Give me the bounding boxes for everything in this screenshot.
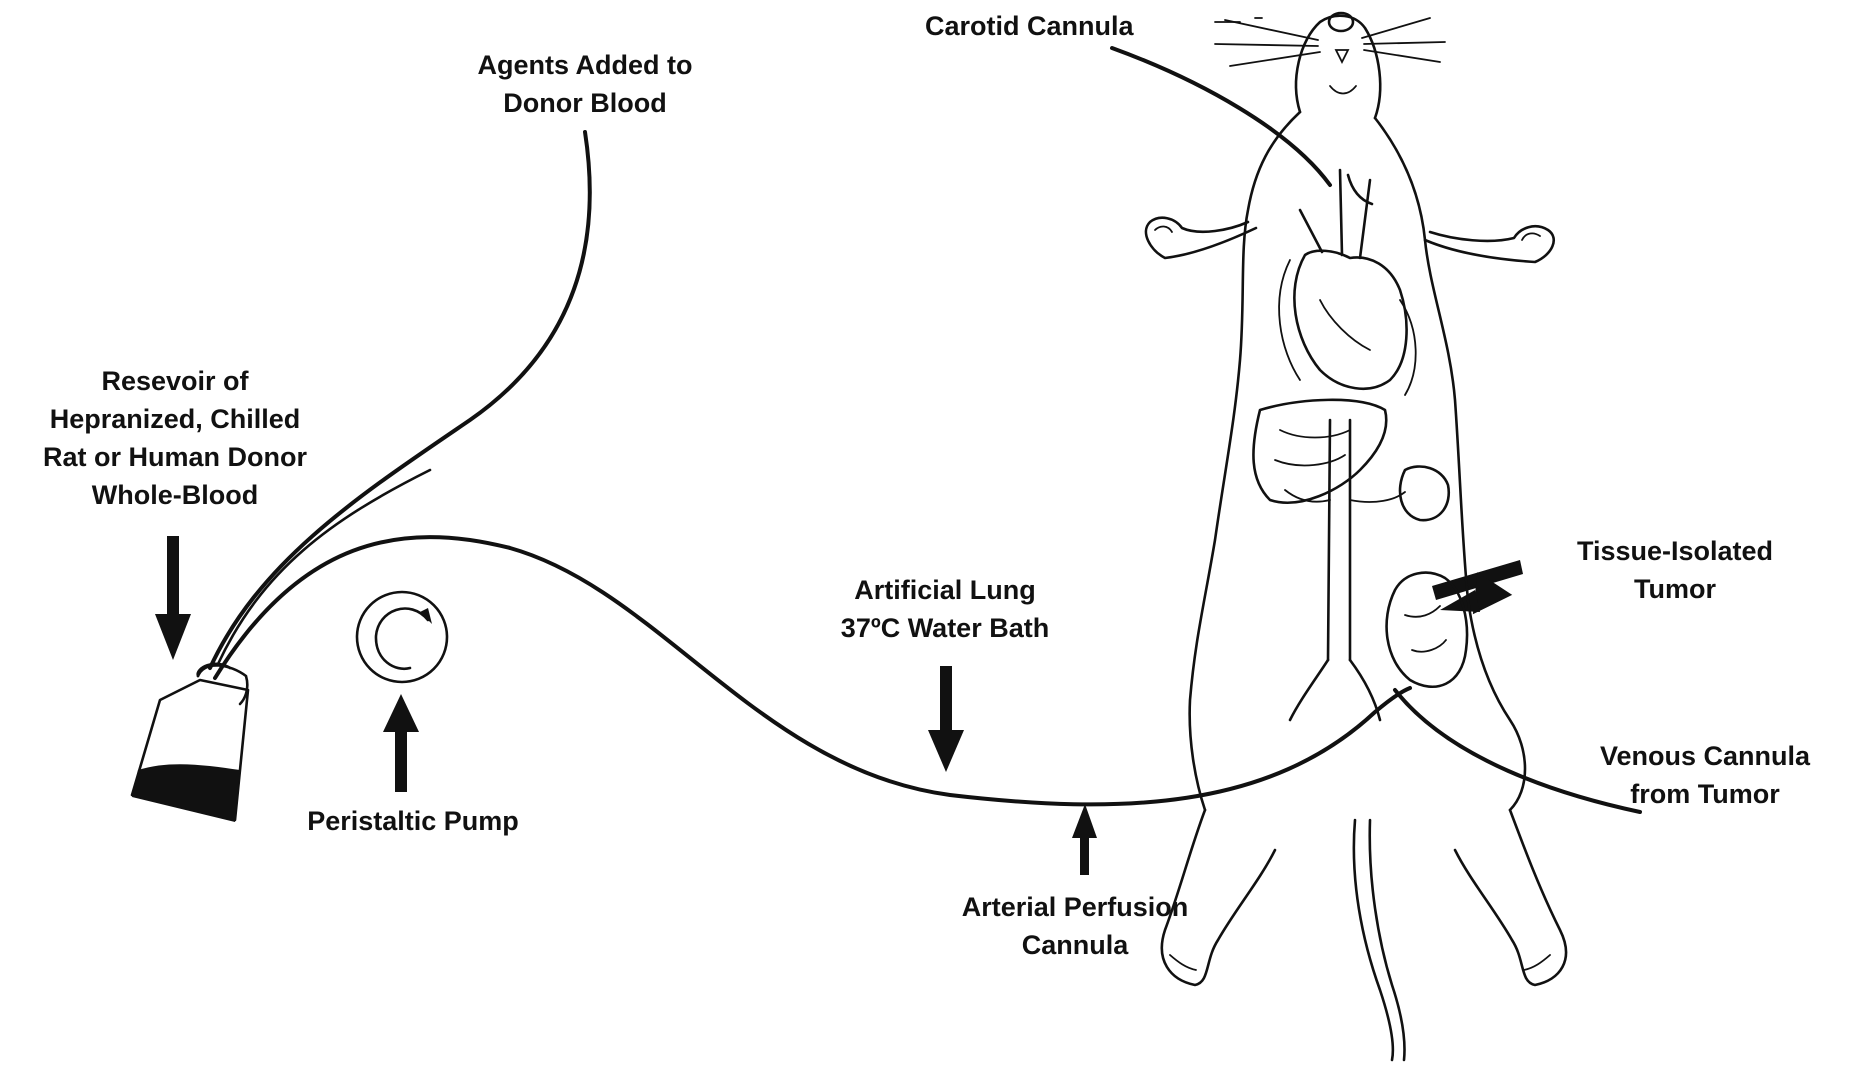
arterial-cannula-label: Arterial Perfusion Cannula	[925, 888, 1225, 964]
agents-label-line1: Agents Added to	[445, 46, 725, 84]
agents-added-label: Agents Added to Donor Blood	[445, 46, 725, 122]
tumor-label-line1: Tissue-Isolated	[1545, 532, 1805, 570]
lung-label-line2: 37ºC Water Bath	[800, 609, 1090, 647]
tumor-label-line2: Tumor	[1545, 570, 1805, 608]
reservoir-label: Resevoir of Hepranized, Chilled Rat or H…	[0, 362, 350, 514]
agents-label-line2: Donor Blood	[445, 84, 725, 122]
reservoir-bag	[132, 664, 248, 822]
reservoir-arrow	[155, 536, 191, 660]
reservoir-label-line2: Hepranized, Chilled	[0, 400, 350, 438]
tissue-isolated-tumor-label: Tissue-Isolated Tumor	[1545, 532, 1805, 608]
venous-cannula-label: Venous Cannula from Tumor	[1570, 737, 1840, 813]
arterial-label-line1: Arterial Perfusion	[925, 888, 1225, 926]
arterial-label-line2: Cannula	[925, 926, 1225, 964]
pump-arrow	[383, 694, 419, 792]
artificial-lung-arrow	[928, 666, 964, 772]
reservoir-label-line3: Rat or Human Donor	[0, 438, 350, 476]
reservoir-label-line4: Whole-Blood	[0, 476, 350, 514]
peristaltic-pump	[357, 592, 447, 682]
pump-label-text: Peristaltic Pump	[268, 802, 558, 840]
peristaltic-pump-label: Peristaltic Pump	[268, 802, 558, 840]
reservoir-label-line1: Resevoir of	[0, 362, 350, 400]
tumor-arrow	[1432, 560, 1523, 614]
venous-label-line2: from Tumor	[1570, 775, 1840, 813]
lung-label-line1: Artificial Lung	[800, 571, 1090, 609]
carotid-label-text: Carotid Cannula	[925, 7, 1195, 45]
carotid-cannula-label: Carotid Cannula	[925, 7, 1195, 45]
venous-label-line1: Venous Cannula	[1570, 737, 1840, 775]
arterial-cannula-arrow	[1072, 804, 1097, 875]
artificial-lung-label: Artificial Lung 37ºC Water Bath	[800, 571, 1090, 647]
